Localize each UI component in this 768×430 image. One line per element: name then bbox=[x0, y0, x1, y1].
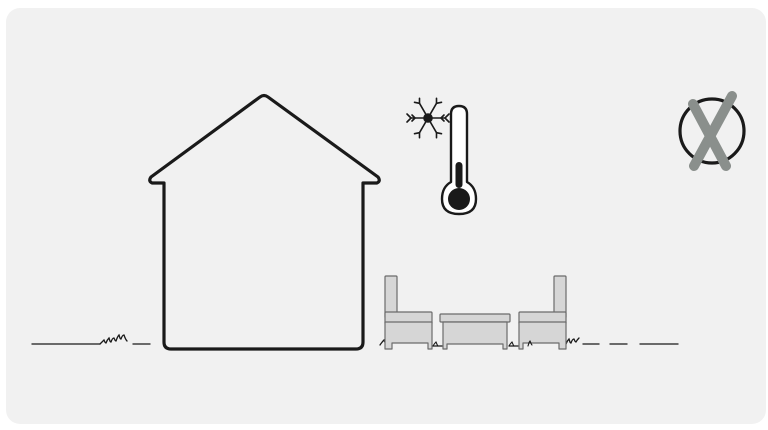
right-chair bbox=[519, 276, 566, 349]
left-chair bbox=[385, 276, 432, 349]
thermometer-icon bbox=[442, 106, 476, 214]
coffee-table bbox=[440, 314, 510, 349]
snowflake-icon bbox=[407, 98, 449, 137]
house-icon bbox=[150, 96, 380, 350]
ground-left bbox=[32, 335, 150, 344]
no-cross-icon bbox=[680, 96, 744, 166]
patio-furniture-icon bbox=[385, 276, 566, 349]
